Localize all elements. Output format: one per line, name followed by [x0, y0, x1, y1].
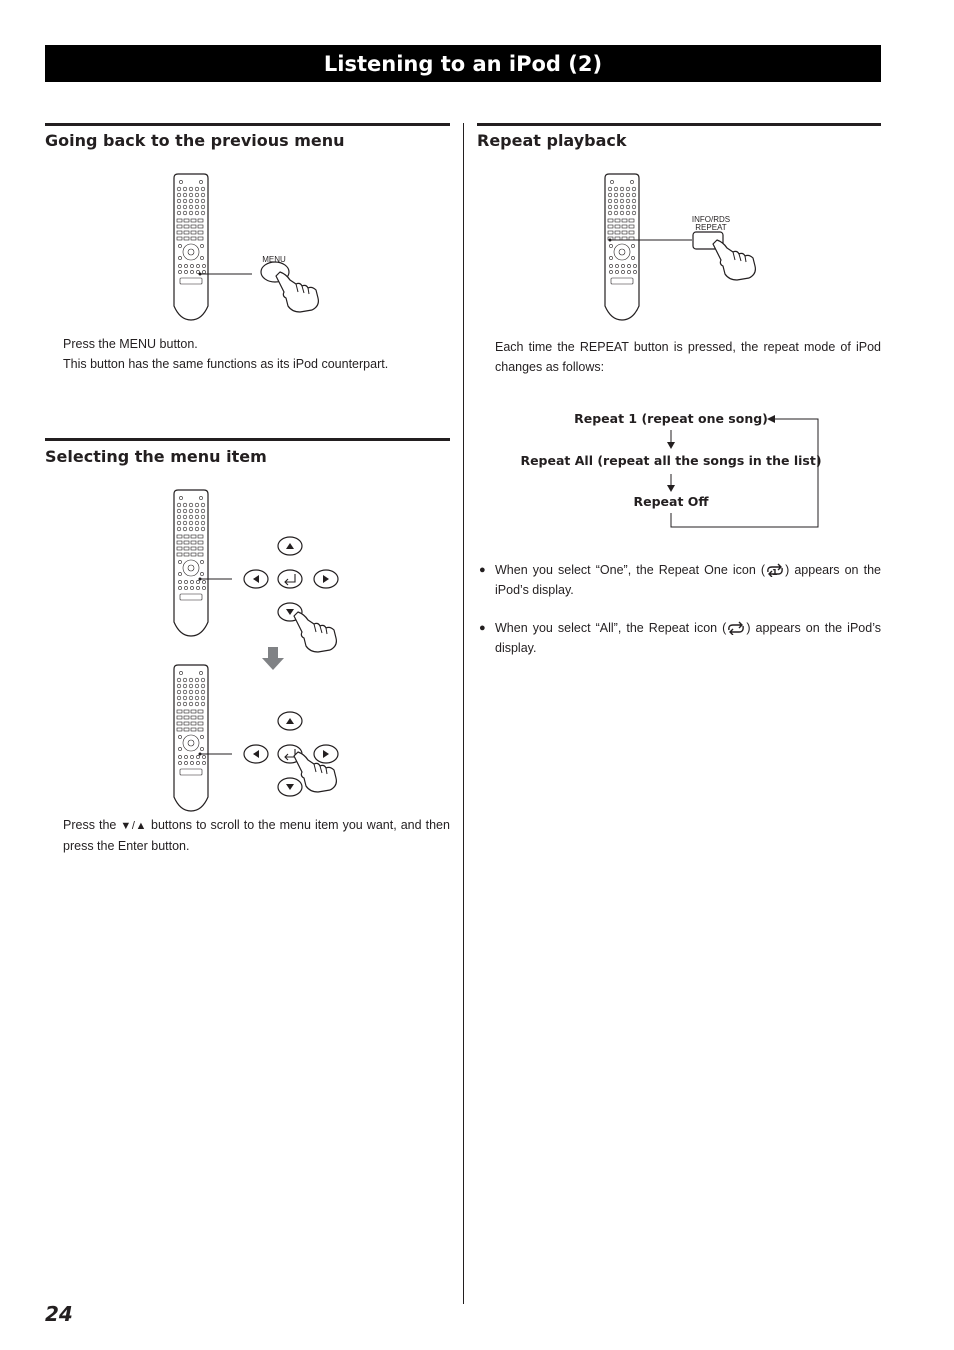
section-rule: [45, 438, 450, 441]
cycle-repeat-off: Repeat Off: [633, 494, 709, 509]
remote-control-icon: [173, 173, 209, 321]
bullet-icon: ●: [479, 622, 486, 634]
pointing-hand-icon: [712, 239, 757, 281]
page-title: Listening to an iPod (2): [45, 45, 881, 82]
repeat-button-illustration: INFO/RDS REPEAT: [604, 173, 757, 321]
bullet-repeat-one: When you select “One”, the Repeat One ic…: [495, 563, 881, 597]
repeat-icon: [728, 621, 745, 635]
cycle-repeat-one: Repeat 1 (repeat one song): [574, 411, 768, 426]
remote-control-icon: [173, 489, 209, 637]
remote-control-icon: [604, 173, 640, 321]
heading-going-back: Going back to the previous menu: [45, 131, 345, 150]
menu-line-2: This button has the same functions as it…: [63, 356, 389, 371]
remote-control-icon: [173, 664, 209, 812]
section-rule: [477, 123, 881, 126]
menu-label: MENU: [262, 255, 286, 264]
menu-instructions: Press the MENU button. This button has t…: [63, 335, 453, 374]
column-divider: [463, 123, 464, 1304]
page-number: 24: [45, 1302, 73, 1326]
pointing-hand-icon: [275, 271, 319, 313]
info-rds-label: INFO/RDS: [692, 215, 730, 224]
heading-repeat-playback: Repeat playback: [477, 131, 627, 150]
cursor-buttons-illustration: [173, 489, 339, 812]
repeat-intro: Each time the REPEAT button is pressed, …: [495, 340, 881, 374]
down-up-arrows: ▼/▲: [120, 820, 147, 832]
bullet-icon: ●: [479, 564, 486, 576]
select-instructions: Press the ▼/▲ buttons to scroll to the m…: [63, 818, 450, 853]
down-arrow-icon: [262, 647, 284, 670]
pointing-hand-icon: [293, 611, 337, 653]
section-rule: [45, 123, 450, 126]
cycle-repeat-all: Repeat All (repeat all the songs in the …: [520, 453, 822, 468]
menu-line-1: Press the MENU button.: [63, 337, 198, 351]
repeat-label: REPEAT: [695, 223, 727, 232]
menu-button-illustration: MENU: [173, 173, 319, 321]
heading-selecting-menu-item: Selecting the menu item: [45, 447, 267, 466]
repeat-cycle-diagram: [667, 415, 819, 528]
repeat-one-icon: 1: [767, 563, 783, 577]
bullet-repeat-all: When you select “All”, the Repeat icon (…: [495, 621, 881, 655]
enter-button-icon: [277, 569, 303, 589]
svg-text:1: 1: [772, 568, 778, 577]
